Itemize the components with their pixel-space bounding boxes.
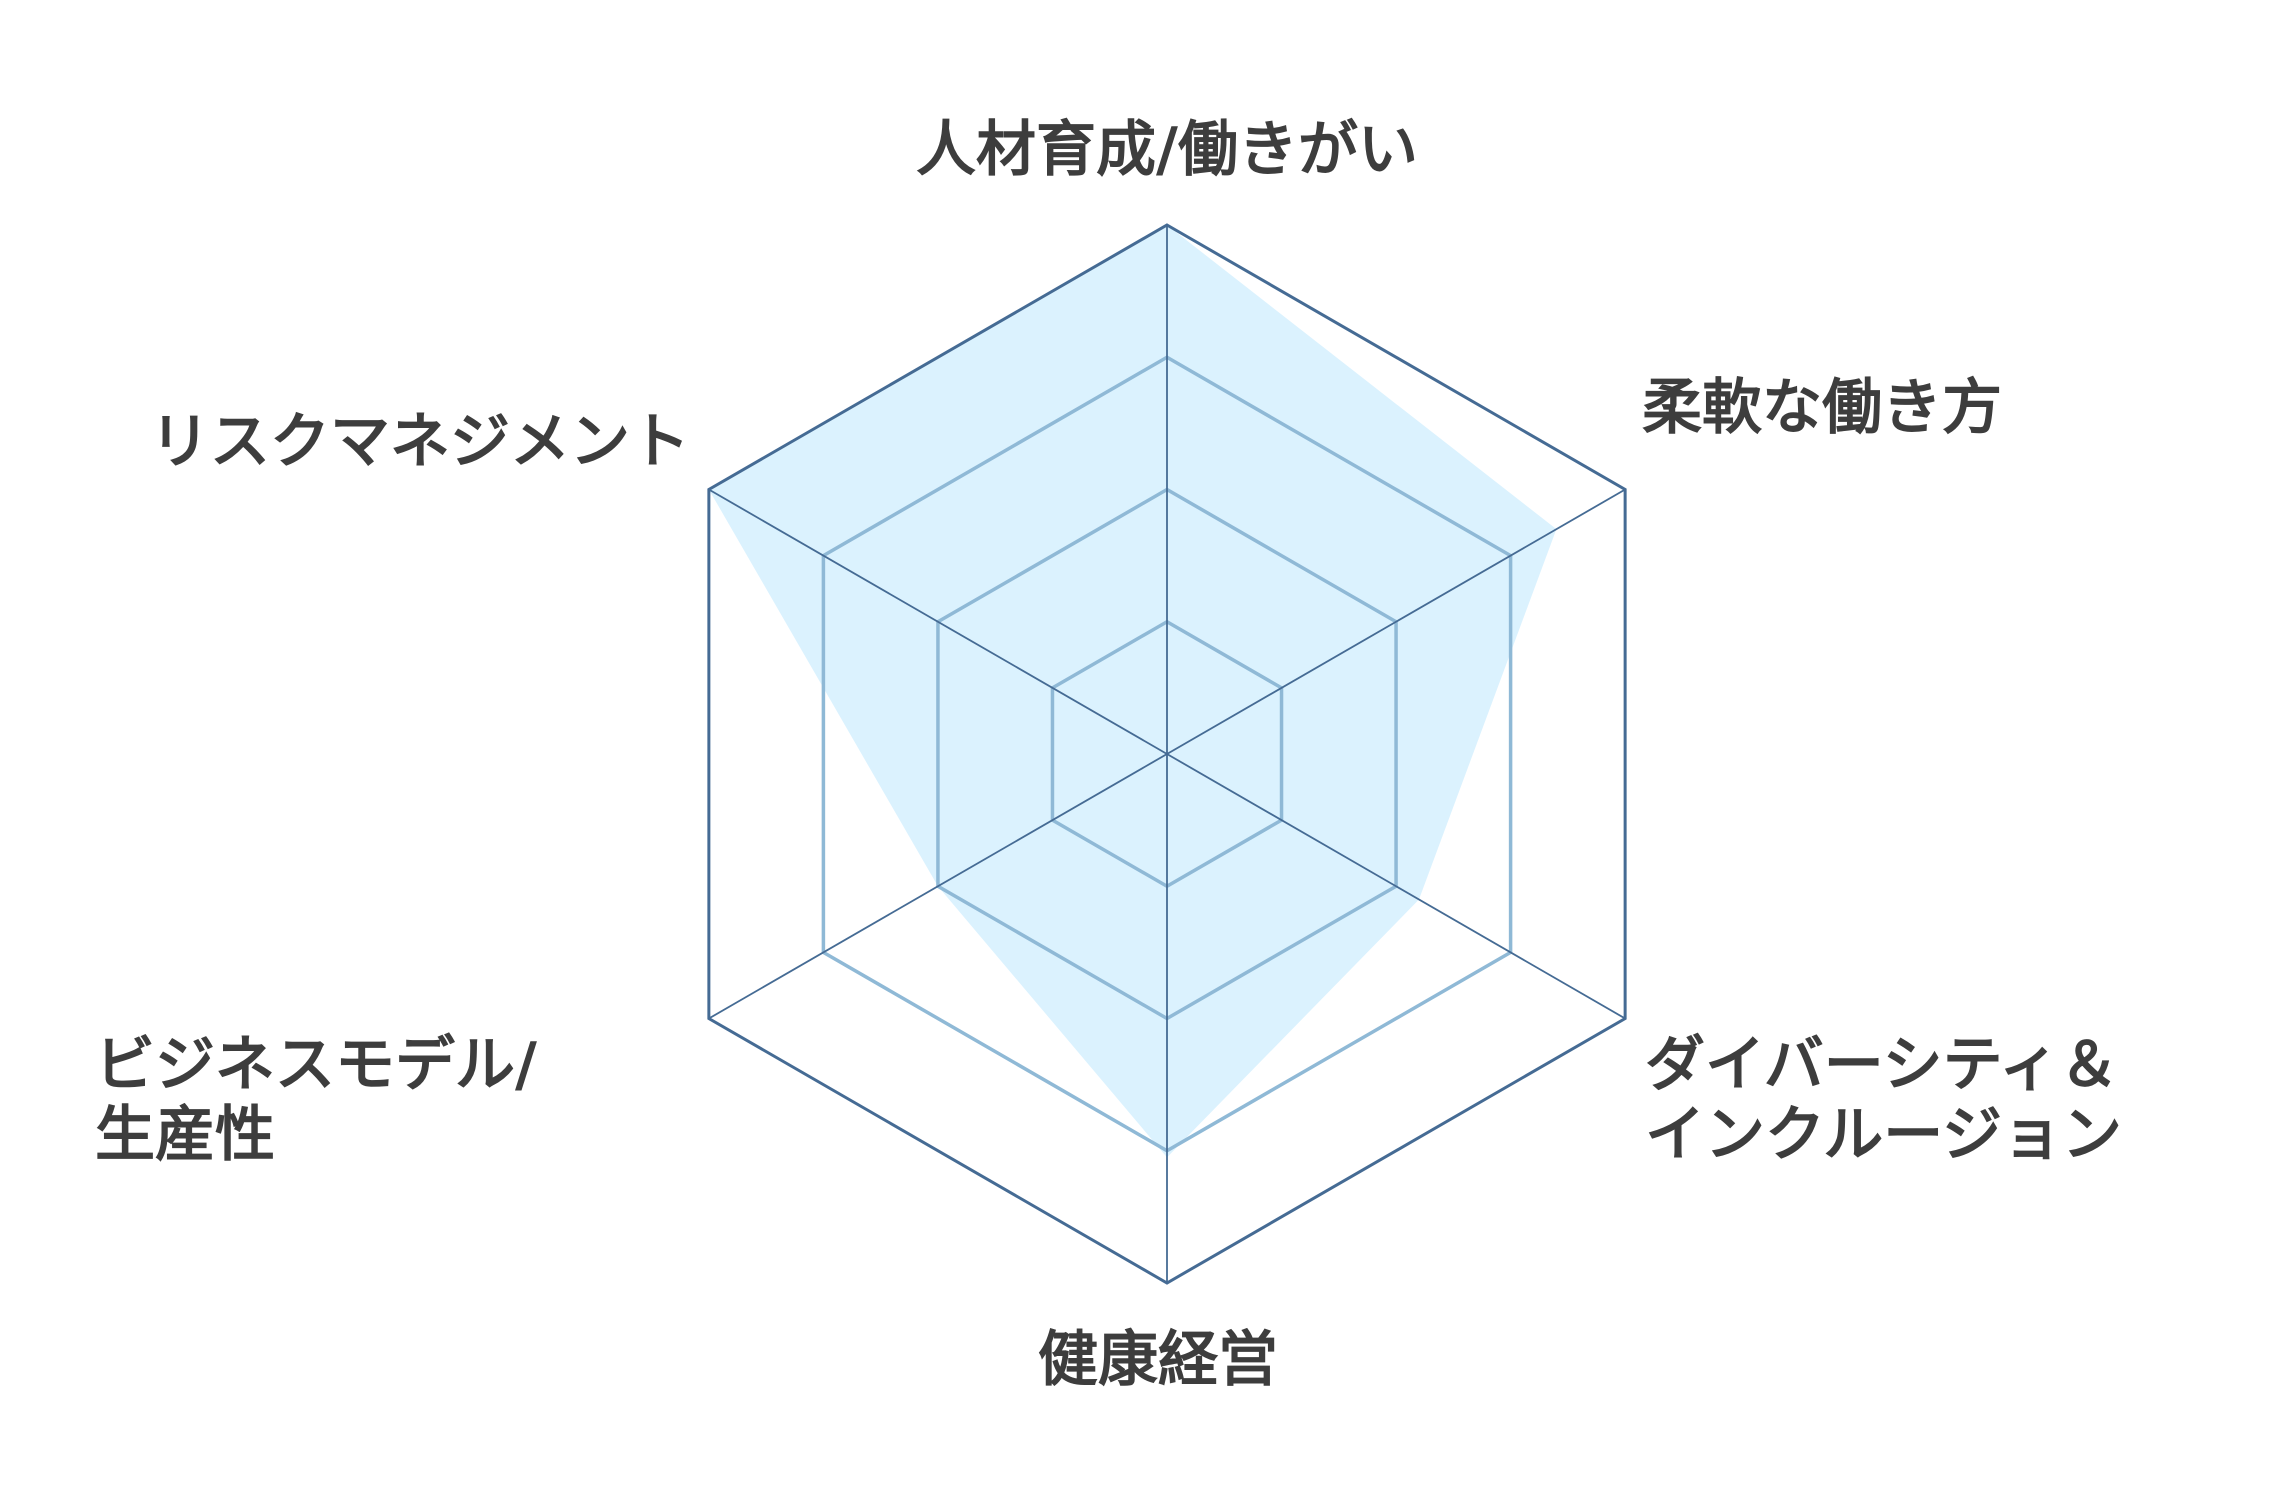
- axis-label: ビジネスモデル/: [95, 1030, 537, 1100]
- axis-spoke: [1166, 753, 1626, 1020]
- axis-label: 柔軟な働き方: [1642, 373, 2002, 443]
- axis-label: 健康経営: [1038, 1325, 1278, 1395]
- axis-label: ダイバーシティ＆: [1645, 1030, 2119, 1100]
- axis-label: 生産性: [95, 1100, 275, 1170]
- axis-spoke: [708, 488, 1168, 755]
- axis-spoke: [708, 753, 1168, 1020]
- series-area: [708, 225, 1557, 1158]
- axis-label: インクルージョン: [1645, 1100, 2122, 1170]
- axis-label: リスクマネジメント: [150, 407, 690, 477]
- axis-label: 人材育成/働きがい: [916, 115, 1418, 185]
- axis-spoke: [1166, 488, 1626, 755]
